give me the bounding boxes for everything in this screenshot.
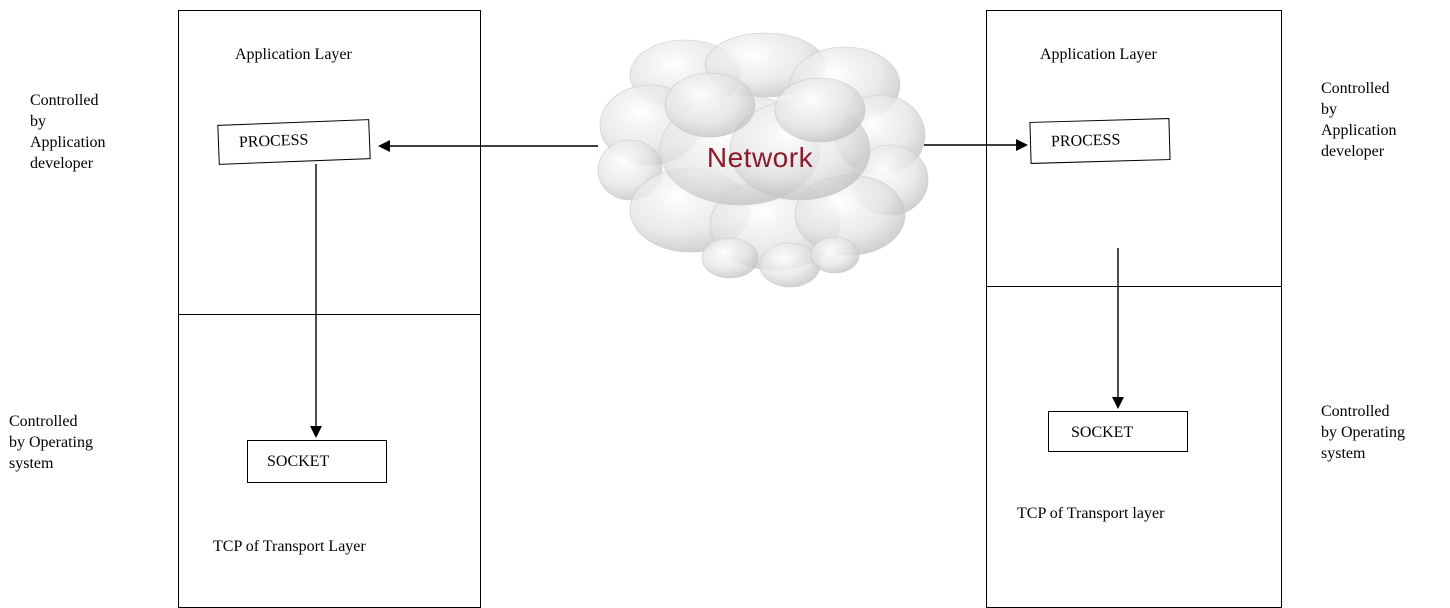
left-socket-label: SOCKET (267, 453, 330, 470)
left-transport-label: TCP of Transport Layer (213, 538, 366, 555)
right-application-layer-label: Application Layer (1040, 46, 1157, 63)
left-app-developer-note: Controlled by Application developer (30, 92, 106, 172)
right-socket-label: SOCKET (1071, 424, 1134, 441)
right-layer-divider (986, 286, 1282, 287)
right-socket-box: SOCKET (1048, 411, 1188, 452)
right-os-note: Controlled by Operating system (1321, 403, 1405, 462)
left-application-layer-label: Application Layer (235, 46, 352, 63)
left-layer-divider (178, 314, 481, 315)
right-host-box (986, 10, 1282, 608)
network-cloud: Network (597, 32, 929, 288)
right-transport-label: TCP of Transport layer (1017, 505, 1165, 522)
left-host-box (178, 10, 481, 608)
left-socket-box: SOCKET (247, 440, 387, 483)
network-label: Network (707, 142, 814, 173)
left-os-note: Controlled by Operating system (9, 413, 93, 472)
right-app-developer-note: Controlled by Application developer (1321, 80, 1397, 160)
